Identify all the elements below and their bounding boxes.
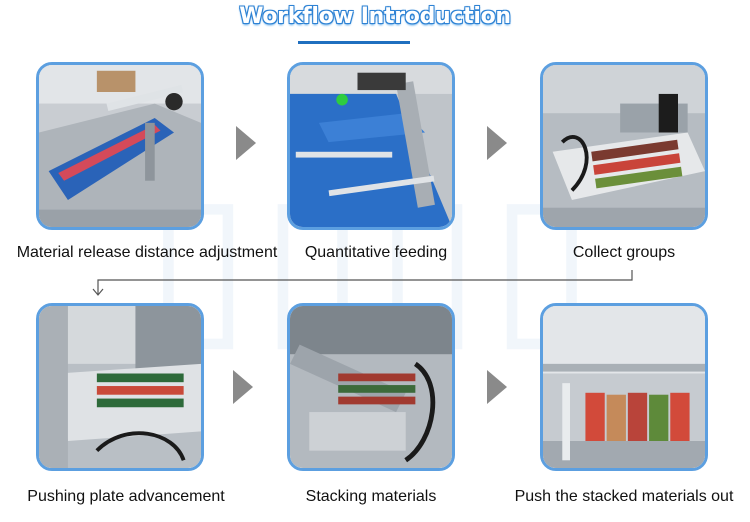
machine-photo-collect-groups — [543, 65, 705, 227]
step-6-label: Push the stacked materials out — [514, 488, 734, 505]
arrow-right-icon — [487, 126, 507, 160]
step-6-photo — [540, 303, 708, 471]
step-4-label: Pushing plate advancement — [27, 488, 225, 505]
machine-photo-quantitative-feeding — [290, 65, 452, 227]
step-2-photo — [287, 62, 455, 230]
step-2-label: Quantitative feeding — [304, 244, 448, 261]
step-3-photo — [540, 62, 708, 230]
flow-connector-line — [92, 270, 633, 296]
step-5-photo — [287, 303, 455, 471]
title-underline — [298, 41, 410, 44]
arrow-right-icon — [233, 370, 253, 404]
step-5-label: Stacking materials — [305, 488, 437, 505]
arrow-right-icon — [236, 126, 256, 160]
step-1-label: Material release distance adjustment — [16, 244, 278, 261]
arrow-right-icon — [487, 370, 507, 404]
machine-photo-release-adjustment — [39, 65, 201, 227]
machine-photo-pushing-plate — [39, 306, 201, 468]
step-3-label: Collect groups — [572, 244, 676, 261]
machine-photo-push-out — [543, 306, 705, 468]
page-title: Workflow Introduction — [239, 4, 511, 29]
machine-photo-stacking — [290, 306, 452, 468]
step-1-photo — [36, 62, 204, 230]
step-4-photo — [36, 303, 204, 471]
